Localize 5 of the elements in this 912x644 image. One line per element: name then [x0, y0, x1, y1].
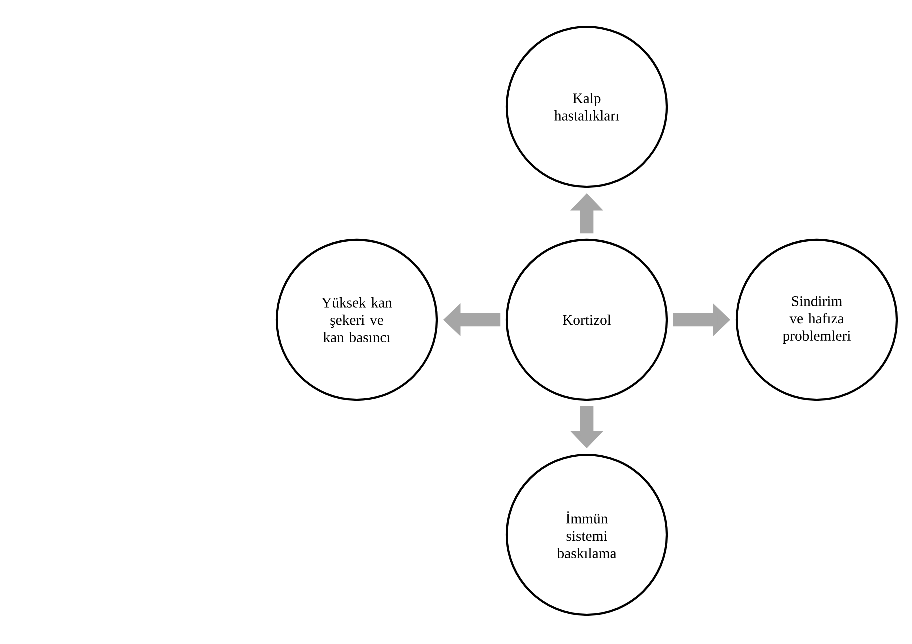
- circle-node: Yüksek kan şekeri ve kan basıncı: [276, 238, 438, 402]
- circle-node: İmmün sistemi baskılama: [506, 454, 668, 616]
- circle-node: Kortizol: [506, 238, 668, 402]
- circle-node: Sindirim ve hafıza problemleri: [736, 238, 898, 402]
- circle-node: Kalp hastalıkları: [506, 26, 668, 188]
